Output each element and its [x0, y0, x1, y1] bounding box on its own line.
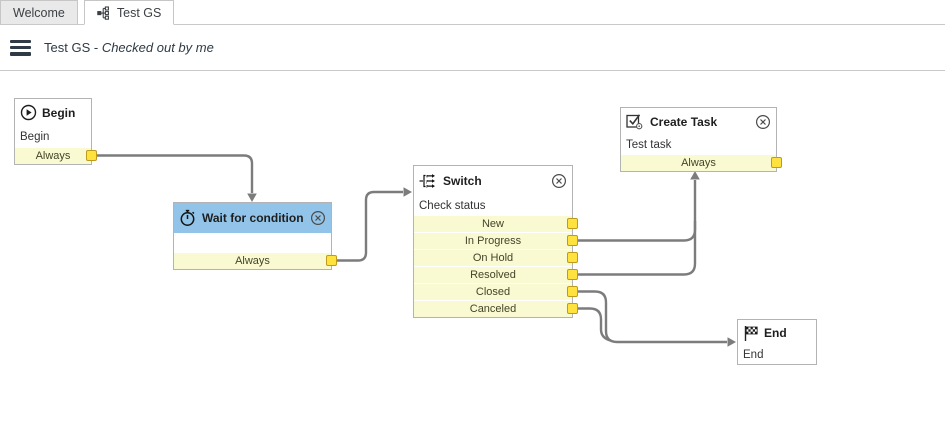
tab-welcome[interactable]: Welcome [0, 0, 78, 24]
checkered-flag-icon [743, 325, 759, 342]
node-switch-output-new: New [414, 215, 578, 232]
close-circle-icon[interactable] [755, 114, 771, 130]
workflow-checkout-status: Checked out by me [101, 40, 214, 55]
node-wait-header: Wait for condition [174, 203, 331, 233]
output-label: On Hold [472, 252, 514, 264]
workflow-title: Test GS - Checked out by me [44, 40, 214, 55]
arrowhead-into-switch [403, 187, 412, 197]
connector-lines [92, 154, 736, 347]
output-label: In Progress [464, 235, 522, 247]
node-switch-output-in-progress: In Progress [414, 232, 578, 249]
output-label: Always [35, 150, 71, 162]
connector-pin[interactable] [326, 255, 337, 266]
close-circle-icon[interactable] [310, 210, 326, 226]
connector-closed-to-end [573, 290, 727, 344]
output-label: New [481, 218, 504, 230]
arrowhead-into-wait [247, 193, 257, 202]
stopwatch-icon [179, 209, 197, 227]
workflow-canvas[interactable]: Begin Begin Always Wait for [0, 71, 945, 442]
output-label: Canceled [469, 303, 517, 315]
connector-pin[interactable] [86, 150, 97, 161]
node-wait-title: Wait for condition [202, 211, 304, 225]
output-label: Always [681, 157, 716, 169]
node-wait-for-condition[interactable]: Wait for condition Always [173, 202, 337, 270]
node-begin-header: Begin [15, 99, 91, 126]
node-begin-output-always: Always [15, 147, 97, 164]
node-create-task-header: Create Task [621, 108, 776, 135]
connector-canceled-to-end [573, 307, 612, 342]
node-begin-title: Begin [42, 105, 76, 120]
connector-pin[interactable] [567, 235, 578, 246]
node-create-task-output-always: Always [621, 154, 782, 171]
node-end-title: End [764, 326, 787, 340]
node-switch-output-resolved: Resolved [414, 266, 578, 283]
connector-pin[interactable] [567, 252, 578, 263]
node-create-task-body: Test task [626, 138, 672, 151]
task-checkbox-gear-icon [626, 113, 645, 130]
node-switch-output-on-hold: On Hold [414, 249, 578, 266]
output-label: Closed [475, 286, 511, 298]
hamburger-menu-icon[interactable] [10, 39, 31, 56]
connector-pin[interactable] [567, 218, 578, 229]
workflow-title-name: Test GS - [44, 40, 99, 55]
output-label: Always [235, 255, 270, 267]
connector-inprogress-to-createtask [573, 180, 697, 242]
connector-pin[interactable] [567, 303, 578, 314]
connector-begin-to-wait [92, 154, 254, 193]
node-end-header: End [738, 320, 816, 346]
tab-bar: Welcome Test GS [0, 0, 945, 25]
play-circle-icon [20, 104, 37, 121]
node-begin-body: Begin [20, 130, 50, 143]
close-circle-icon[interactable] [551, 173, 567, 189]
svg-text:y: y [426, 179, 429, 184]
node-end[interactable]: End End [737, 319, 817, 365]
tab-test-gs[interactable]: Test GS [83, 0, 175, 25]
node-wait-output-always: Always [174, 252, 337, 269]
svg-text:z: z [426, 184, 428, 189]
output-label: Resolved [470, 269, 516, 281]
connector-pin[interactable] [567, 286, 578, 297]
workflow-header: Test GS - Checked out by me [0, 25, 945, 71]
node-begin[interactable]: Begin Begin Always [14, 98, 97, 165]
node-create-task-title: Create Task [650, 114, 718, 129]
tab-welcome-label: Welcome [13, 5, 65, 20]
node-switch-output-closed: Closed [414, 283, 578, 300]
arrowhead-into-end [727, 337, 736, 347]
node-switch-title: Switch [443, 174, 482, 188]
connector-wait-to-switch [332, 190, 403, 262]
node-switch-body: Check status [419, 199, 486, 212]
node-switch-output-canceled: Canceled [414, 300, 578, 317]
workflow-icon [97, 5, 111, 20]
node-create-task[interactable]: Create Task Test task Always [620, 107, 782, 172]
svg-text:x: x [426, 173, 429, 178]
node-end-body: End [743, 349, 764, 361]
connector-pin[interactable] [771, 157, 782, 168]
tab-test-gs-label: Test GS [116, 5, 162, 20]
connector-resolved-to-createtask [573, 221, 697, 276]
node-wait-body [174, 233, 331, 252]
connector-pin[interactable] [567, 269, 578, 280]
arrowhead-into-createtask [690, 171, 700, 180]
